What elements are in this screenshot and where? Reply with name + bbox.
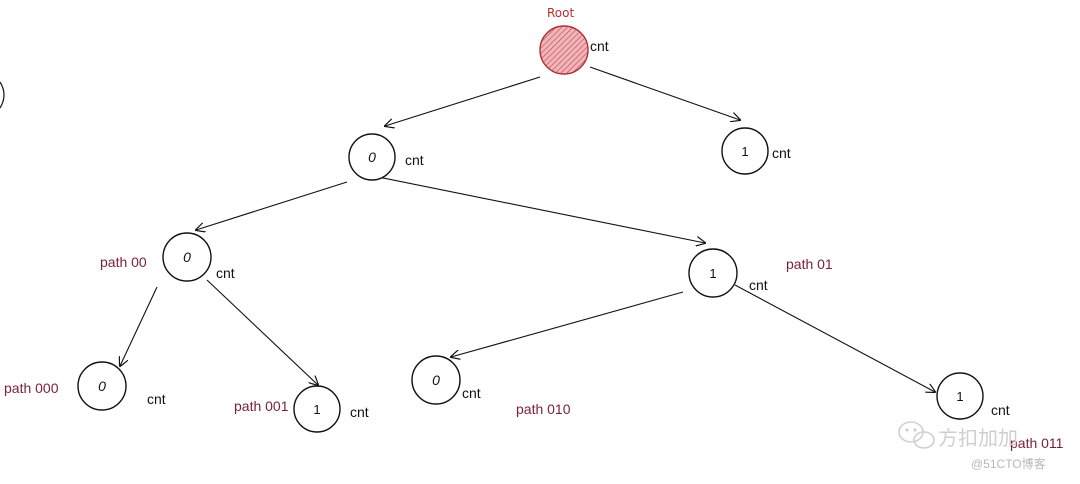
edge-01-010 (451, 291, 684, 357)
node-0-digit: 0 (368, 149, 376, 165)
cnt-label-011: cnt (991, 402, 1010, 418)
cnt-label-010: cnt (462, 385, 481, 401)
left-edge-arc (0, 81, 5, 109)
node-011-digit: 1 (956, 389, 963, 404)
node-1 (721, 127, 769, 175)
edge-0-00 (196, 181, 348, 230)
path-label-01: path 01 (786, 256, 833, 272)
edge-01-011 (734, 284, 935, 392)
cnt-label-root: cnt (590, 38, 609, 54)
cnt-label-001: cnt (350, 404, 369, 420)
edge-00-001 (206, 279, 318, 385)
node-000 (77, 361, 127, 411)
root-label: Root (547, 6, 575, 20)
node-000-digit: 0 (98, 378, 106, 394)
watermark-brand: 方扣加加 (938, 428, 1018, 450)
edge-0-01 (372, 175, 705, 243)
node-010 (411, 355, 461, 405)
node-001-digit: 1 (313, 402, 320, 417)
path-label-001: path 001 (234, 398, 289, 414)
path-label-010: path 010 (516, 401, 571, 417)
root-node (539, 25, 589, 75)
path-label-011: path 011 (1010, 435, 1064, 451)
node-1-digit: 1 (741, 144, 748, 159)
cnt-label-0: cnt (405, 152, 424, 168)
edge-00-000 (120, 286, 158, 366)
cnt-label-1: cnt (772, 145, 791, 161)
node-01 (688, 248, 738, 298)
node-00 (162, 232, 212, 282)
node-0 (348, 133, 396, 181)
path-label-000: path 000 (4, 380, 59, 396)
node-01-digit: 1 (709, 266, 716, 281)
node-010-digit: 0 (432, 372, 440, 388)
wechat-icon (898, 421, 935, 449)
cnt-label-000: cnt (147, 391, 166, 407)
node-011 (936, 372, 984, 420)
node-00-digit: 0 (183, 249, 191, 265)
watermark-site: @51CTO博客 (971, 457, 1046, 471)
cnt-label-01: cnt (749, 277, 768, 293)
cnt-label-00: cnt (216, 265, 235, 281)
path-label-00: path 00 (100, 254, 147, 270)
node-001 (293, 385, 341, 433)
edge-root-1 (589, 66, 740, 120)
edge-root-0 (385, 76, 541, 126)
